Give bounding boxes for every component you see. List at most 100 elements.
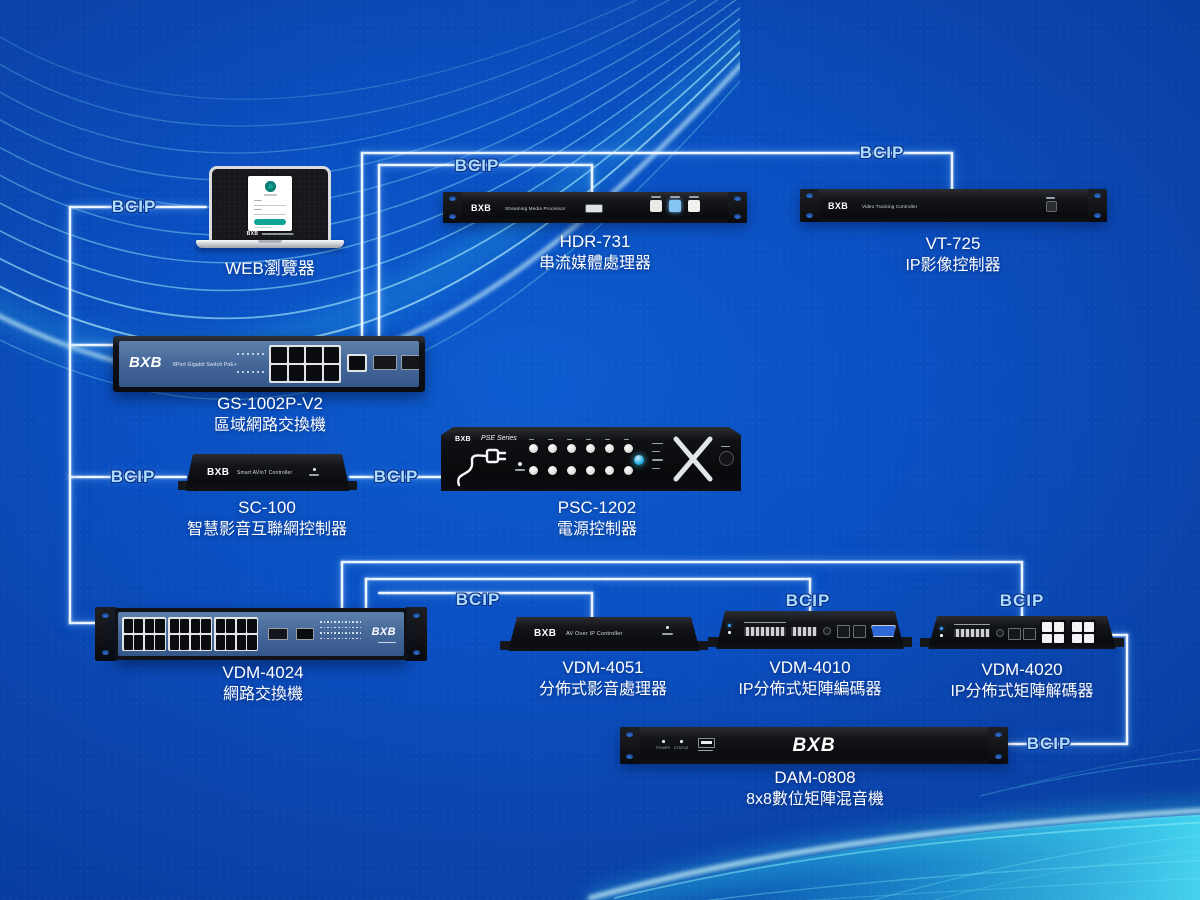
status-led	[313, 468, 316, 471]
device-psc1202: BXB PSE Series	[441, 427, 741, 491]
status-led	[680, 740, 683, 743]
panel-text: 8Port Gigabit Switch PoE+	[173, 362, 238, 368]
device-label-dam0808: DAM-0808 8x8數位矩陣混音機	[746, 768, 884, 809]
device-label-hdr731: HDR-731 串流媒體處理器	[538, 232, 652, 273]
series-text: PSE Series	[481, 435, 517, 442]
status-led	[940, 634, 943, 637]
device-label-vdm4051: VDM-4051 分佈式影音處理器	[538, 658, 668, 699]
laptop-screen: BXB	[209, 166, 331, 240]
lan-button	[669, 200, 681, 212]
panel-button	[1046, 201, 1057, 212]
uplink-port	[347, 354, 367, 372]
connection-line	[69, 622, 99, 624]
power-buttons-row1	[529, 444, 633, 453]
sfp-ports	[373, 355, 419, 370]
mode-label-marks	[652, 443, 663, 469]
rack-ear	[988, 727, 1008, 764]
mode-button-lit	[634, 455, 644, 465]
login-title-line	[263, 194, 277, 196]
connection-line	[378, 164, 593, 166]
rack-ear	[800, 189, 819, 222]
device-sc100: BXB Smart AVIoT Controller	[178, 454, 357, 491]
rj45-port	[1023, 628, 1036, 640]
device-label-vdm4024: VDM-4024 網路交換機	[222, 663, 304, 704]
panel-text: Video Tracking Controller	[862, 204, 918, 209]
bxb-logo: BXB	[828, 201, 849, 211]
bcip-tag: BCIP	[1026, 734, 1072, 753]
login-button	[254, 219, 286, 225]
record-button	[650, 200, 662, 212]
connection-line	[365, 578, 367, 613]
usb-port-block	[1070, 620, 1096, 645]
connection-line	[69, 476, 187, 478]
power-led-label: POWER	[656, 746, 671, 750]
rj45-port-block	[168, 617, 212, 651]
bxb-logo: BXB	[455, 436, 471, 443]
switch-faceplate: BXB	[118, 612, 404, 656]
bcip-tag: BCIP	[859, 143, 905, 162]
login-logo	[264, 181, 276, 192]
connection-line	[591, 164, 593, 197]
bcip-tag: BCIP	[111, 197, 157, 216]
username-field	[254, 200, 286, 206]
mount-ear	[693, 641, 708, 650]
usb-host-port	[698, 738, 715, 748]
bxb-logo: BXB	[371, 626, 396, 638]
connection-line	[361, 152, 363, 340]
power-led	[940, 627, 943, 630]
wave-decoration-bottom-right	[585, 748, 1200, 900]
bxb-logo: BXB	[129, 354, 162, 371]
rack-ear	[620, 727, 640, 764]
connection-line	[1021, 561, 1023, 641]
led-row	[237, 353, 264, 355]
connection-line	[341, 561, 343, 613]
rj45-port-block	[214, 617, 258, 651]
phoenix-terminal	[791, 627, 817, 636]
x-graphic	[673, 436, 713, 482]
controller-body: BXB Smart AVIoT Controller	[185, 454, 350, 491]
connection-line	[69, 206, 71, 624]
connection-line	[378, 592, 593, 594]
panel-text: AV Over IP Controller	[566, 631, 623, 637]
standby-button	[688, 200, 700, 212]
device-vdm4051: BXB AV Over IP Controller	[500, 617, 708, 651]
connection-line	[365, 578, 811, 580]
phoenix-terminal	[744, 627, 786, 636]
power-led	[662, 740, 665, 743]
vga-port	[871, 625, 896, 637]
power-buttons-row2	[529, 466, 633, 475]
device-vdm4024: BXB	[95, 607, 427, 661]
login-card	[248, 176, 292, 231]
status-led	[666, 626, 669, 629]
device-vdm4010	[708, 611, 912, 649]
status-led	[728, 631, 731, 634]
status-led-label: STATUS	[674, 746, 689, 750]
rack-ear	[1088, 189, 1107, 222]
audio-jack	[996, 629, 1004, 637]
mount-ear	[920, 638, 935, 647]
mount-ear	[1109, 638, 1124, 647]
bcip-tag: BCIP	[110, 467, 156, 486]
device-label-vt725: VT-725 IP影像控制器	[905, 234, 1001, 275]
device-vt725: BXB Video Tracking Controller	[800, 189, 1107, 222]
screen-brand: BXB	[247, 231, 294, 237]
button-number-marks	[529, 439, 629, 441]
rack-ear	[405, 607, 427, 661]
connection-line	[951, 152, 953, 194]
usb-port	[585, 204, 603, 213]
laptop-notch	[258, 240, 282, 243]
mount-ear	[708, 637, 723, 647]
bcip-tag: BCIP	[373, 467, 419, 486]
connection-line	[349, 476, 443, 478]
mount-ear	[343, 481, 357, 490]
rack-ear	[728, 192, 747, 223]
panel-text: Streaming Media Processor	[505, 206, 566, 211]
rj45-port	[837, 625, 850, 638]
usb-port-block	[1040, 620, 1066, 645]
device-label-web: WEB瀏覽器	[225, 259, 315, 278]
bxb-logo: BXB	[534, 628, 557, 639]
mount-ear	[178, 481, 192, 490]
connection-line	[809, 578, 811, 616]
device-label-vdm4010: VDM-4010 IP分佈式矩陣編碼器	[738, 658, 882, 699]
power-led	[728, 624, 731, 627]
